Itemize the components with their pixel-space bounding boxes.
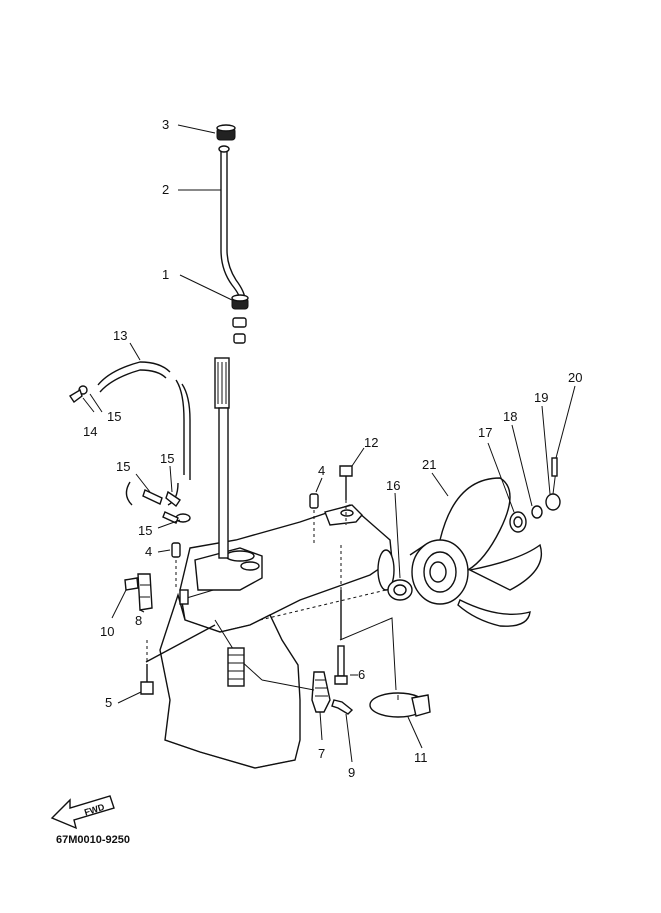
callout-12: 12 bbox=[364, 435, 378, 450]
callout-9: 9 bbox=[348, 765, 355, 780]
callout-19: 19 bbox=[534, 390, 548, 405]
callout-4-lower: 4 bbox=[145, 544, 152, 559]
fwd-arrow: FWD bbox=[50, 795, 115, 830]
callout-1: 1 bbox=[162, 267, 169, 282]
callout-17: 17 bbox=[478, 425, 492, 440]
callout-3: 3 bbox=[162, 117, 169, 132]
trim-tab bbox=[339, 617, 431, 718]
callout-20: 20 bbox=[568, 370, 582, 385]
callout-4-upper: 4 bbox=[318, 463, 325, 478]
callout-5: 5 bbox=[105, 695, 112, 710]
callout-11: 11 bbox=[414, 750, 428, 765]
bracket-and-nut bbox=[124, 573, 189, 611]
callout-14: 14 bbox=[83, 424, 97, 439]
callout-8: 8 bbox=[135, 613, 142, 628]
callout-labels: 1 2 3 4 4 5 6 7 8 9 10 11 12 13 14 15 15… bbox=[83, 117, 582, 780]
bolts bbox=[140, 465, 353, 695]
hose-assembly bbox=[69, 361, 191, 524]
callout-15-d: 15 bbox=[138, 523, 152, 538]
callout-7: 7 bbox=[318, 746, 325, 761]
callout-15-b: 15 bbox=[116, 459, 130, 474]
water-tube-assembly bbox=[216, 124, 249, 344]
callout-6: 6 bbox=[358, 667, 365, 682]
propeller-assembly bbox=[387, 457, 561, 627]
dowel-pins bbox=[171, 493, 319, 590]
anode-and-screw bbox=[261, 671, 354, 715]
drive-shaft bbox=[214, 357, 230, 559]
callout-18: 18 bbox=[503, 409, 517, 424]
callout-16: 16 bbox=[386, 478, 400, 493]
lower-case-housing bbox=[159, 504, 395, 769]
callout-13: 13 bbox=[113, 328, 127, 343]
leader-lines bbox=[82, 124, 576, 763]
callout-2: 2 bbox=[162, 182, 169, 197]
callout-15-c: 15 bbox=[160, 451, 174, 466]
callout-15-a: 15 bbox=[107, 409, 121, 424]
part-code: 67M0010-9250 bbox=[56, 834, 130, 846]
callout-10: 10 bbox=[100, 624, 114, 639]
callout-21: 21 bbox=[422, 457, 436, 472]
